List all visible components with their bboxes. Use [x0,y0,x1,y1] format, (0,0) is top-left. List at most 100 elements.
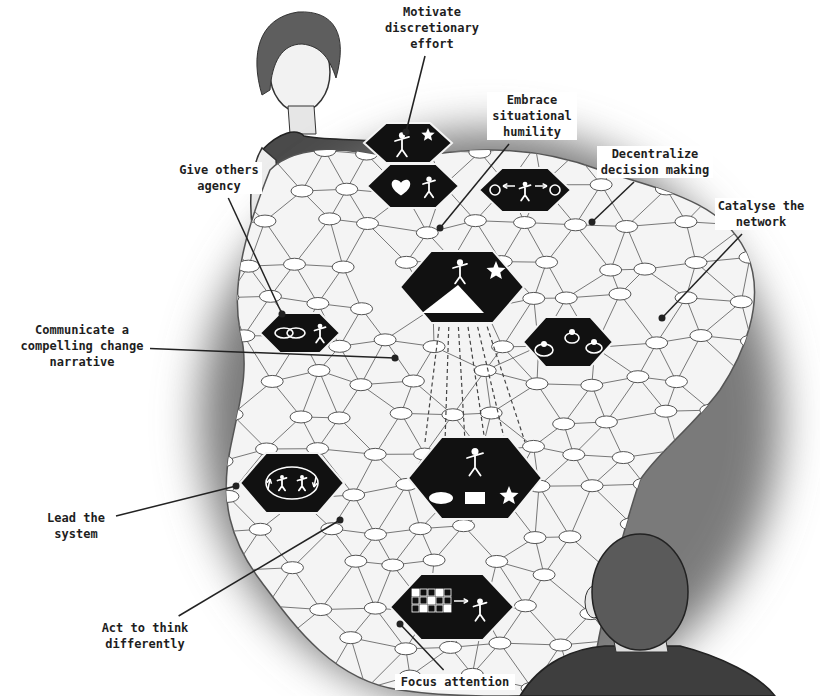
network-node [555,292,577,304]
projection-line [458,320,465,442]
network-node [739,251,761,263]
leader-line [179,520,340,616]
leader-dot [589,219,596,226]
woman-hair [257,12,340,95]
callout-label: Give others agency [176,162,262,194]
projection-line [425,320,440,442]
network-link [739,417,759,453]
network-link [203,382,232,414]
network-node [474,365,496,377]
projection-line [445,320,449,442]
network-node [423,554,445,566]
network-node [620,518,642,530]
network-node [222,564,244,576]
network-link [292,568,320,610]
network-node [748,411,770,423]
icon-pin [541,341,547,347]
network-node [200,599,222,611]
network-node [514,600,536,612]
network-link [631,524,675,532]
network-node [752,563,774,575]
network-node [261,375,283,387]
network-node [595,416,617,428]
network-node [700,404,722,416]
icon-grid-cell [412,605,419,612]
network-node [559,531,581,543]
leader-dot [392,355,399,362]
hexagon-tile [479,168,571,212]
network-node [524,532,546,544]
network-node [340,632,362,644]
network-link [606,377,637,422]
icon-arrow [313,482,318,487]
network-link [294,219,329,264]
icon-shape [429,492,453,504]
network-node [453,520,475,532]
network-link [453,371,485,415]
icon-arrow [543,184,547,189]
network-link [207,496,228,532]
network-link [711,376,745,410]
network-node [646,337,668,349]
network-link [675,523,726,531]
icon-grid-cell [420,605,427,612]
icon-figure [467,453,483,475]
network-link [233,529,260,570]
network-node [364,602,386,614]
icon-mountain [422,285,484,313]
network-node [336,183,358,195]
network-node [217,292,239,304]
network-node [357,218,379,230]
network-link [592,486,631,524]
network-node [737,178,759,190]
network-node [750,634,772,646]
network-table [226,150,754,696]
leader-dot [437,225,444,232]
network-link [251,606,267,649]
network-node [395,643,417,655]
icon-pin [591,339,597,345]
network-link [319,371,339,418]
leader-dot [337,517,344,524]
network-link [676,336,700,382]
network-link [570,486,592,537]
hexagon-tile [408,437,542,519]
network-link [351,638,366,689]
network-node [314,145,336,157]
network-link [710,499,727,523]
icon-heart [392,180,411,196]
network-node [469,146,491,158]
network-node [728,447,750,459]
leader-line [662,234,742,318]
leader-dot [233,483,240,490]
network-node [667,444,689,456]
network-node [318,670,340,682]
network-link [265,221,295,264]
hexagon-shape [400,251,524,323]
icon-arrow [464,599,468,604]
hexagon-shape [408,437,542,519]
network-link [225,649,250,688]
network-link [719,573,740,610]
icon-grid-cell [428,589,435,596]
network-node [616,221,638,233]
network-node [565,147,587,159]
icon-figure [520,185,531,200]
network-node [664,526,686,538]
network-node [192,376,214,388]
icon-ring [266,467,318,499]
network-link [726,486,751,523]
network-node [550,639,572,651]
leader-dot [279,311,286,318]
network-link [678,450,710,499]
icon-grid-cell [420,589,427,596]
leader-dot [659,315,666,322]
network-link [203,336,244,383]
network-node [272,634,294,646]
network-link [611,227,627,271]
network-node [332,261,354,273]
network-node [523,292,545,304]
network-node [627,371,649,383]
network-link [746,155,748,184]
network-link [211,570,233,604]
